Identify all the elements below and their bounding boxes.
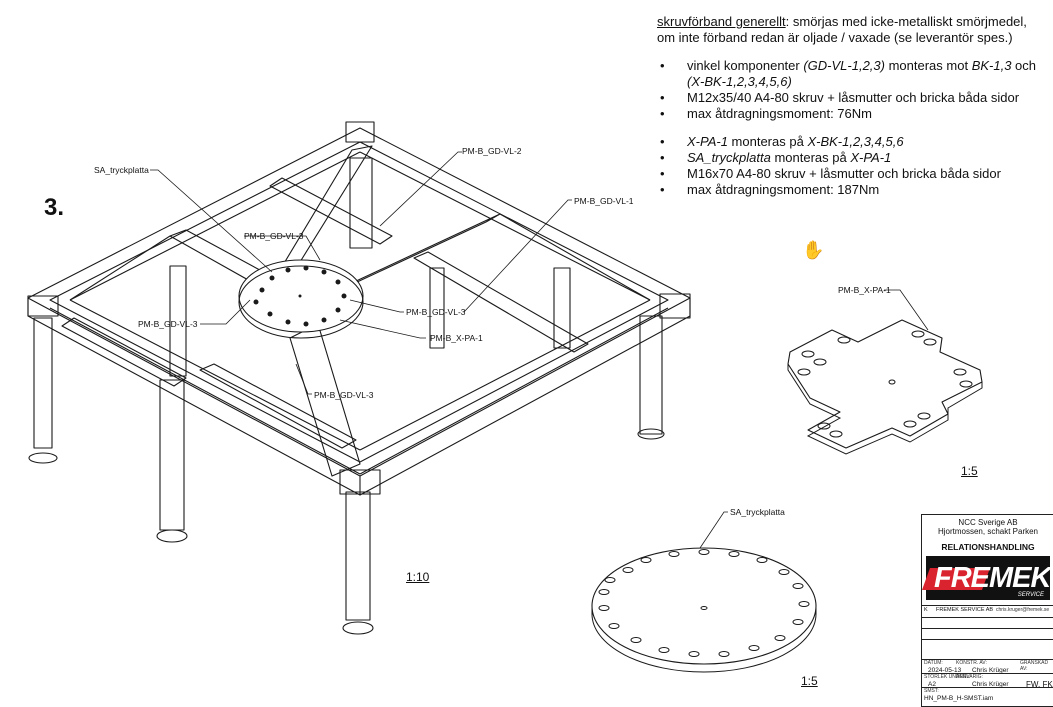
note-item: vinkel komponenter (GD-VL-1,2,3) montera… — [660, 58, 1053, 90]
title-site: Hjortmossen, schakt Parken — [937, 527, 1039, 536]
fremek-logo: FREMEK SERVICE — [921, 556, 1051, 600]
step-number: 3. — [44, 194, 65, 221]
notes-intro-text: : smörjas med icke-metalliskt smörjmedel… — [785, 14, 1027, 29]
notes-intro-heading: skruvförband generellt — [657, 14, 786, 29]
date-row: DATUM: KONSTR. AV: GRANSKAD AV: 2024-05-… — [922, 659, 1053, 674]
title-company: NCC Sverige AB — [958, 518, 1018, 527]
notes-group-2: X-PA-1 monteras på X-BK-1,2,3,4,5,6 SA_t… — [657, 134, 1053, 198]
callout-sa-detail: SA_tryckplatta — [730, 507, 785, 517]
note-item: X-PA-1 monteras på X-BK-1,2,3,4,5,6 — [660, 134, 1053, 150]
bar-front-left — [199, 363, 357, 449]
notes-intro: skruvförband generellt: smörjas med icke… — [657, 14, 1053, 46]
callout-gd-vl-3-right: PM-B_GD-VL-3 — [406, 307, 466, 317]
scale-disc: 1:5 — [801, 674, 818, 688]
sa-tryckplatta-detail-view — [591, 547, 817, 673]
size-row: STORLEK UNDERL: ANSVARIG: A2 Chris Krüge… — [922, 673, 1053, 689]
callout-gd-vl-3-left: PM-B_GD-VL-3 — [138, 319, 198, 329]
scale-cross: 1:5 — [961, 464, 978, 478]
note-item: max åtdragningsmoment: 76Nm — [660, 106, 1053, 122]
note-item: max åtdragningsmoment: 187Nm — [660, 182, 1053, 198]
bar-left — [61, 317, 187, 387]
bar-right — [413, 251, 589, 353]
revision-row: K FREMEK SERVICE AB chris.kruger@fremek.… — [922, 605, 1053, 617]
hand-pointer-icon[interactable]: ✋ — [802, 240, 825, 260]
notes-group-1: vinkel komponenter (GD-VL-1,2,3) montera… — [657, 58, 1053, 122]
note-item: M16x70 A4-80 skruv + låsmutter och brick… — [660, 166, 1053, 182]
designer-value: Chris Krüger — [972, 667, 1009, 674]
title-doc-type: RELATIONSHANDLING — [941, 542, 1035, 552]
callout-gd-vl-3-bottom: PM-B_GD-VL-3 — [314, 390, 374, 400]
scale-main: 1:10 — [406, 570, 430, 584]
callout-sa-tryckplatta: SA_tryckplatta — [94, 165, 149, 175]
callout-gd-vl-1: PM-B_GD-VL-1 — [574, 196, 634, 206]
bar-back — [269, 177, 393, 245]
file-name: HN_PM-B_H-SMST.iam — [924, 695, 994, 702]
date-value: 2024-05-13 — [928, 667, 962, 674]
callout-gd-vl-3-top: PM-B_GD-VL-3 — [244, 231, 304, 241]
callout-x-pa-1: PM-B_X-PA-1 — [430, 333, 483, 343]
note-item: M12x35/40 A4-80 skruv + låsmutter och br… — [660, 90, 1053, 106]
size-value: A2 — [928, 681, 936, 688]
frame-outer-top-inner — [49, 141, 669, 463]
x-pa-1-detail-view — [787, 319, 983, 455]
legs — [28, 157, 665, 635]
assembly-notes: skruvförband generellt: smörjas med icke… — [657, 14, 1053, 210]
responsible-value: Chris Krüger — [972, 681, 1009, 688]
callout-x-pa-1-detail: PM-B_X-PA-1 — [838, 285, 891, 295]
checked-value: FW, FK — [1026, 680, 1053, 689]
title-block: NCC Sverige AB Hjortmossen, schakt Parke… — [921, 514, 1053, 707]
notes-intro-text-2: om inte förband redan är oljade / vaxade… — [657, 30, 1013, 45]
file-row: SMST: HN_PM-B_H-SMST.iam — [922, 687, 1053, 706]
note-item: SA_tryckplatta monteras på X-PA-1 — [660, 150, 1053, 166]
callout-gd-vl-2: PM-B_GD-VL-2 — [462, 146, 522, 156]
